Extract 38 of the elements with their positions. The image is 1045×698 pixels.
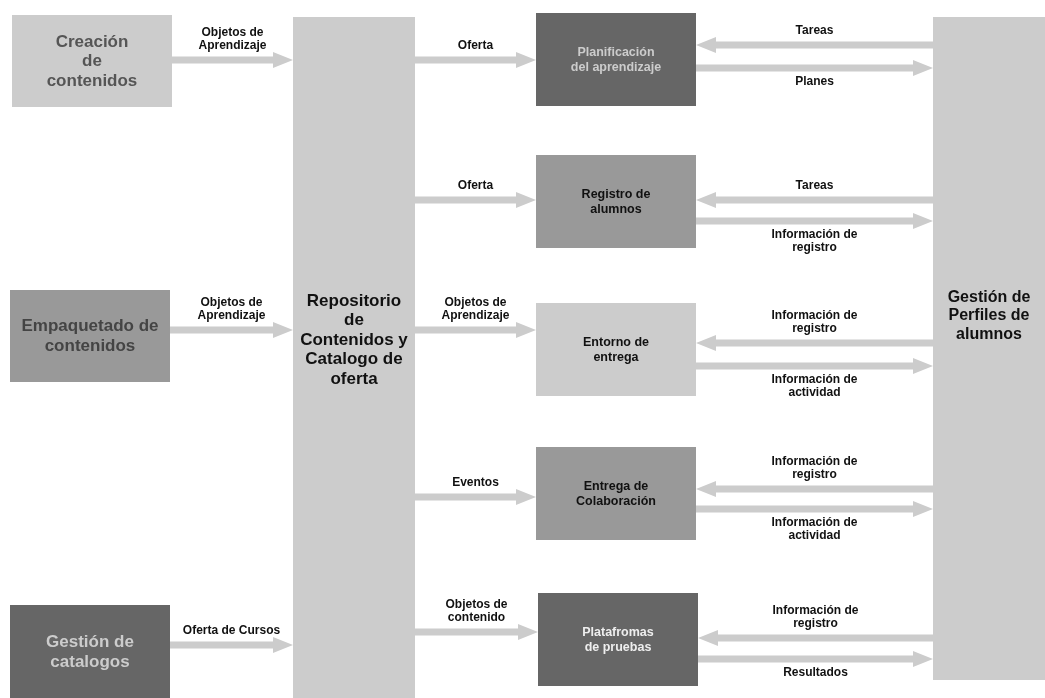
process-box <box>536 303 696 396</box>
process-box <box>538 593 698 686</box>
arrow <box>698 651 933 667</box>
arrow <box>415 322 536 338</box>
process-box <box>933 17 1045 680</box>
box-label: Creación de contenidos <box>45 31 139 91</box>
arrow <box>415 489 536 505</box>
arrow <box>415 52 536 68</box>
arrow <box>172 52 293 68</box>
arrow <box>170 322 293 338</box>
arrow <box>698 630 933 646</box>
box-label: Entorno de entrega <box>582 335 650 364</box>
box-label: Gestión de catalogos <box>45 631 135 672</box>
arrow <box>696 192 933 208</box>
arrow <box>696 335 933 351</box>
box-label: Entrega de Colaboración <box>575 479 657 508</box>
arrow <box>696 60 933 76</box>
arrow <box>415 624 538 640</box>
box-label: Gestión de Perfiles de alumnos <box>946 287 1032 344</box>
process-box <box>536 155 696 248</box>
box-label: Platafromas de pruebas <box>581 625 655 654</box>
arrow <box>415 192 536 208</box>
process-box <box>10 290 170 382</box>
box-label: Empaquetado de contenidos <box>20 316 160 356</box>
process-box <box>12 15 172 107</box>
arrow <box>696 501 933 517</box>
arrow <box>696 358 933 374</box>
arrow <box>696 481 933 497</box>
arrow <box>696 37 933 53</box>
box-label: Registro de alumnos <box>580 187 652 216</box>
process-box <box>10 605 170 698</box>
process-box <box>536 13 696 106</box>
box-label: Repositorio de Contenidos y Catalogo de oferta <box>299 290 409 389</box>
arrow <box>696 213 933 229</box>
arrow <box>170 637 293 653</box>
process-box <box>293 17 415 698</box>
process-box <box>536 447 696 540</box>
box-label: Planificación del aprendizaje <box>570 45 662 74</box>
